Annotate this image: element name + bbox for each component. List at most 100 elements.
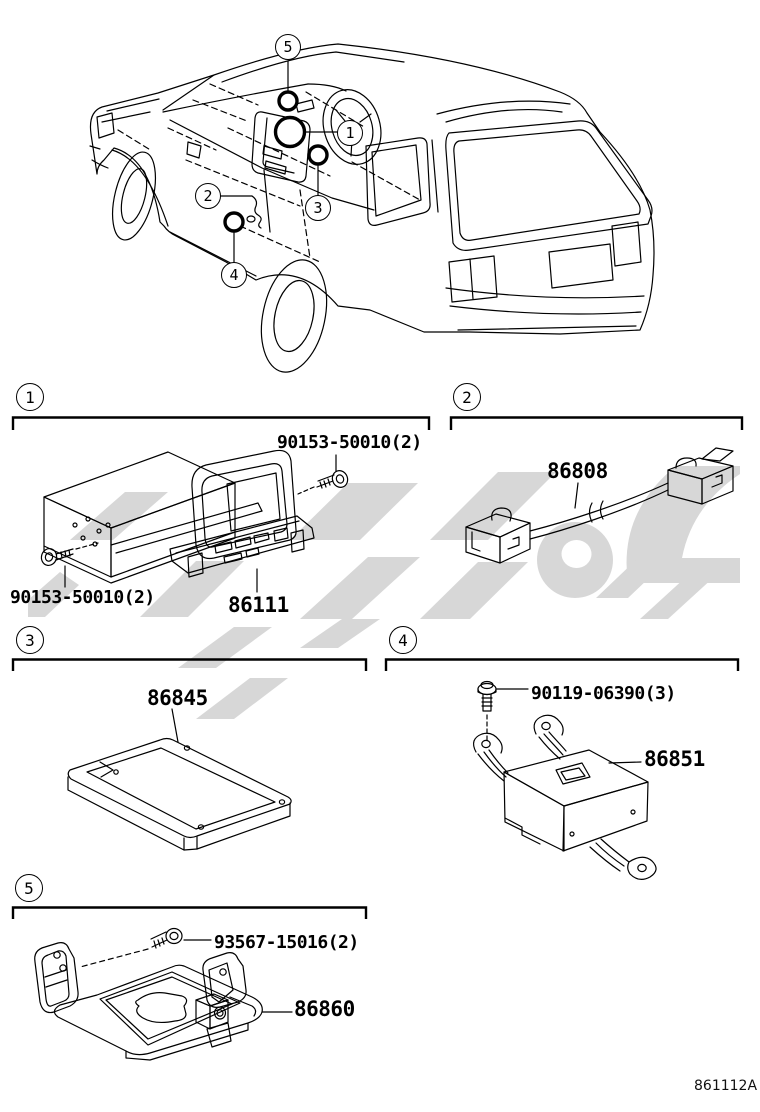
section-1-number: 1 (16, 383, 44, 411)
section-4-drawing (472, 680, 657, 880)
vehicle-body-outline (89, 43, 655, 335)
tail-lamp-left-divider (469, 258, 474, 300)
part-label-93567-15016: 93567-15016(2) (214, 932, 359, 953)
section-1-num-text: 1 (25, 387, 35, 407)
stack-vent2 (264, 160, 287, 175)
tuner-hole3 (197, 824, 205, 830)
amp-dot1 (569, 831, 575, 837)
figure-code: 861112A (694, 1078, 758, 1094)
amp-box-front (503, 771, 565, 852)
quarter-window-inner (371, 144, 422, 217)
unit-tray-panel-inner (105, 976, 233, 1040)
unit-tray-thickness (125, 1022, 249, 1061)
section-3-number: 3 (16, 626, 44, 654)
location-rings (223, 90, 329, 233)
tuner-hole2 (278, 799, 286, 805)
front-wheel-inner (120, 168, 148, 224)
cable-line2 (529, 489, 669, 540)
mount-rail1 (110, 502, 263, 546)
cable-break (588, 500, 604, 523)
rear-bumper-line2 (449, 305, 642, 315)
section-2-drawing (465, 447, 734, 564)
rear-bumper-line1 (445, 287, 645, 299)
section-5-number: 5 (15, 874, 43, 902)
mirror (186, 141, 202, 159)
tailgate-window-inner (453, 129, 641, 241)
tuner-side-right (196, 802, 291, 850)
center-stack-inner (262, 117, 295, 174)
roof-rear-line2 (445, 108, 563, 123)
rear-wheel-outer (260, 259, 328, 373)
b-pillar (263, 169, 271, 233)
part-label-86111: 86111 (228, 593, 289, 617)
license-recess (548, 243, 614, 289)
front-bumper-line2 (91, 159, 109, 169)
vehicle-callout-3: 3 (305, 195, 331, 221)
unit-pad-blob (135, 992, 188, 1024)
section-5-drawing (34, 927, 293, 1061)
center-stack-outer (251, 111, 311, 183)
location-ring-3 (307, 144, 329, 166)
rear-bumper-line3 (457, 325, 637, 331)
d-pillar (431, 139, 439, 213)
vehicle-callout-3-num: 3 (313, 199, 323, 217)
section-2-number: 2 (453, 383, 481, 411)
leader-86851 (608, 761, 642, 764)
section-5-num-text: 5 (24, 878, 34, 898)
watermark-logo (28, 466, 740, 719)
section-1-bracket (11, 416, 431, 430)
antenna-cable-squiggle (251, 195, 262, 229)
section-4-bracket (384, 658, 740, 671)
vehicle-callout-2: 2 (195, 183, 221, 209)
amp-bottom-flange (504, 817, 541, 845)
section-5-bracket (11, 906, 368, 919)
hood-crease2 (101, 111, 151, 123)
a-pillar (162, 74, 215, 111)
part-label-90153-50010-top: 90153-50010(2) (277, 432, 422, 453)
vehicle-callout-4-num: 4 (229, 266, 239, 284)
vehicle-callout-1: 1 (337, 120, 363, 146)
monitor-base-topline (175, 520, 300, 554)
tuner-notch (99, 761, 114, 778)
unit-left-arm (34, 942, 79, 1014)
part-label-86808: 86808 (547, 459, 608, 483)
antenna-cable-end (246, 215, 256, 223)
vehicle-callout-5: 5 (275, 34, 301, 60)
stack-vent1 (262, 145, 283, 160)
dash-vent-top (295, 99, 315, 113)
steering-wheel-rim (322, 89, 382, 165)
amp-bracket-bottom (589, 838, 657, 880)
section-2-bracket (449, 416, 744, 430)
unit-tray-panel (99, 971, 241, 1046)
tuner-notch-hole (113, 769, 119, 775)
connector-left (465, 507, 531, 564)
tuner-bottom-join (183, 848, 198, 851)
monitor-frame-inner (201, 463, 288, 548)
rear-wheel-inner (273, 279, 315, 353)
amp-top-square-inner (560, 767, 586, 781)
roof-rear-line (436, 100, 571, 115)
dash-top-line (307, 83, 347, 92)
part-label-90119-06390: 90119-06390(3) (531, 683, 676, 704)
screw-icon-5 (79, 927, 183, 968)
part-label-86860: 86860 (294, 997, 355, 1021)
screw-icon-top (297, 470, 349, 495)
quarter-window-outer (365, 137, 431, 226)
amp-bracket-mid (533, 714, 567, 760)
hidden-edge-dashes (117, 83, 421, 263)
vehicle-callout-2-num: 2 (203, 187, 213, 205)
amp-dot2 (630, 809, 636, 815)
amp-top-square-outer (555, 762, 591, 785)
hood-crease1 (106, 98, 160, 112)
player-box-skirt (43, 531, 236, 584)
front-bumper-line1 (89, 145, 101, 150)
unit-connector-block (195, 993, 229, 1030)
location-ring-4 (223, 211, 245, 233)
headlamp (96, 112, 115, 139)
screw-icon-bottom (40, 542, 99, 567)
tailgate-window-outer (445, 120, 653, 251)
section-1-drawing (40, 449, 349, 593)
tuner-top-outline (67, 737, 292, 839)
vehicle-drawing (89, 43, 655, 373)
beltline (169, 119, 375, 211)
